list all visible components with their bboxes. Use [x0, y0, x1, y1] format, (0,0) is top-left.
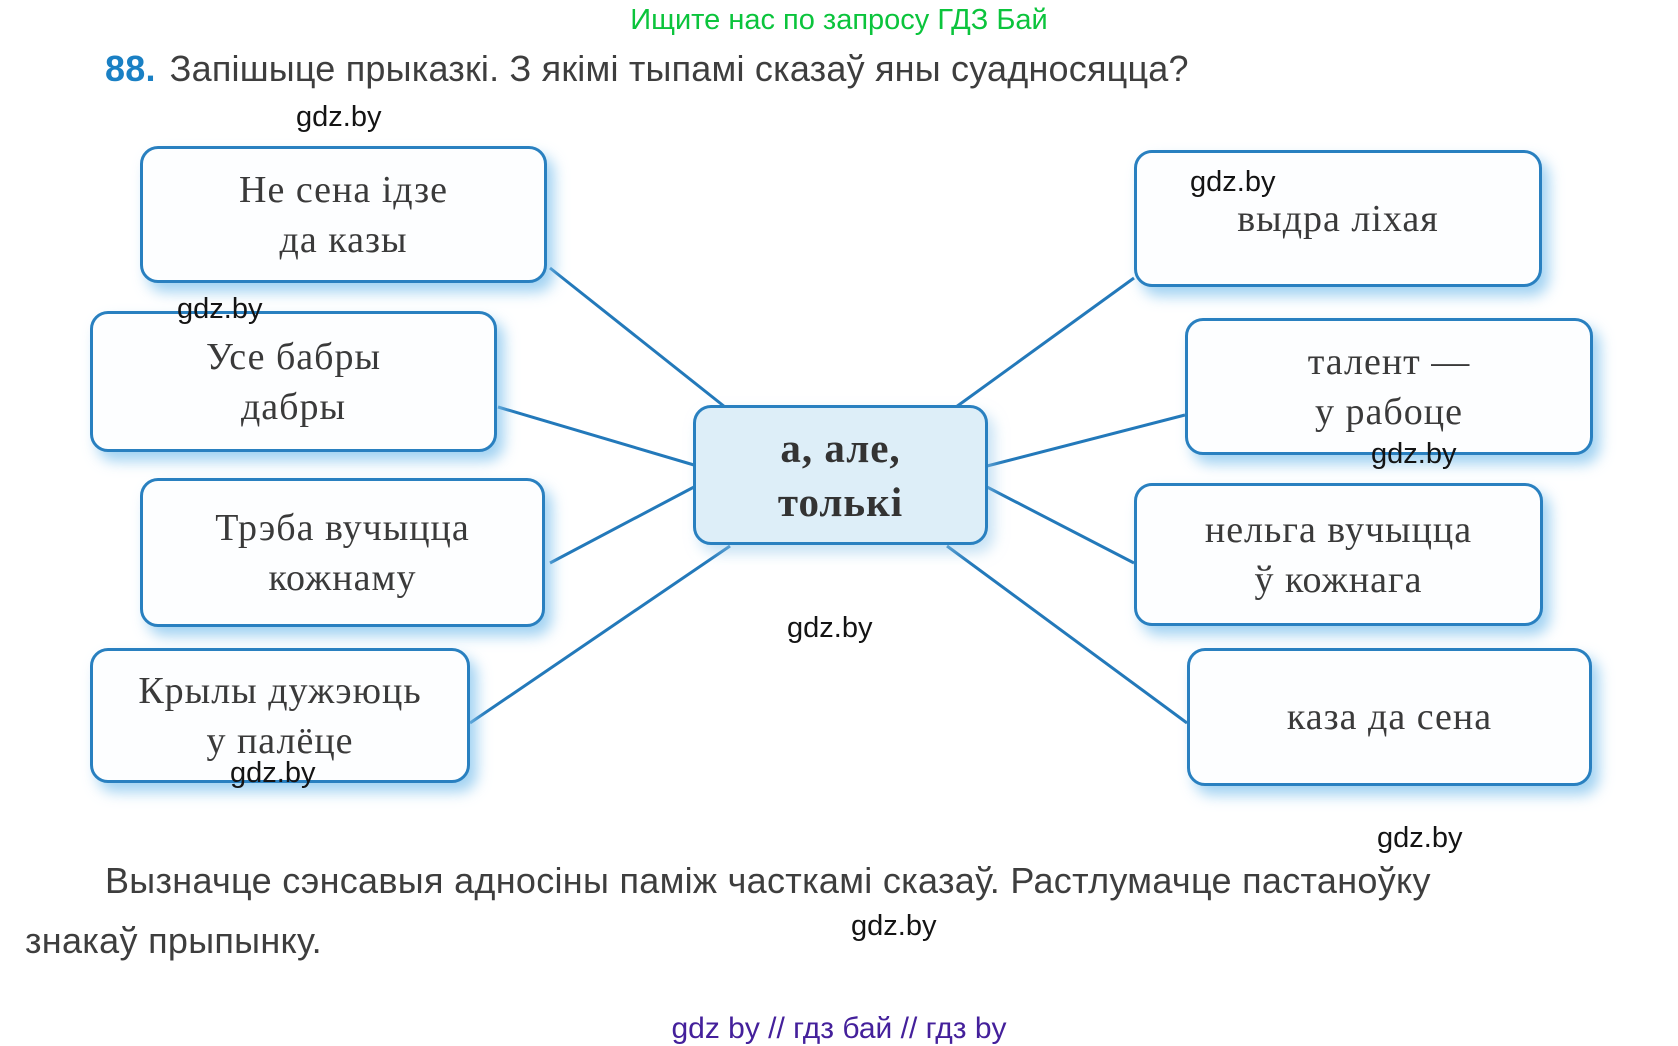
proverb-box-right-4: каза да сена [1187, 648, 1592, 786]
watermark: gdz.by [851, 910, 937, 942]
task-number: 88. [105, 48, 156, 89]
promo-banner-top: Ищите нас по запросу ГДЗ Бай [630, 4, 1048, 36]
watermark: gdz.by [787, 612, 873, 644]
watermark: gdz.by [1371, 438, 1457, 470]
proverb-text: Трэба вучыцца [215, 506, 470, 549]
bottom-task-line-2: знакаў прыпынку. [25, 920, 322, 961]
task-header: 88. Запішыце прыказкі. З якімі тыпамі ска… [105, 48, 1189, 90]
watermark: gdz.by [177, 293, 263, 325]
task-text: Запішыце прыказкі. З якімі тыпамі сказаў… [169, 48, 1189, 89]
proverb-text: да казы [279, 218, 408, 261]
proverb-box-right-2: талент — у рабоце [1185, 318, 1593, 455]
proverb-text: каза да сена [1286, 696, 1493, 738]
proverb-box-right-1: выдра ліхая [1134, 150, 1542, 287]
proverb-box-right-3: нельга вучыцца ў кожнага [1134, 483, 1543, 626]
proverb-box-left-3: Трэба вучыцца кожнаму [140, 478, 545, 627]
proverb-text: выдра ліхая [1237, 197, 1439, 240]
conjunctions-text: толькі [777, 479, 904, 525]
watermark: gdz.by [296, 101, 382, 133]
proverb-text: у палёце [206, 719, 354, 762]
proverb-text: нельга вучыцца [1204, 508, 1473, 551]
conjunctions-text: а, але, [780, 425, 901, 471]
proverb-text: дабры [240, 385, 347, 428]
watermark: gdz.by [1377, 822, 1463, 854]
proverb-text: Усе бабры [205, 335, 382, 378]
proverb-text: ў кожнага [1254, 558, 1423, 601]
bottom-task-line-1: Вызначце сэнсавыя адносіны паміж часткам… [105, 860, 1431, 901]
watermark: gdz.by [230, 757, 316, 789]
conjunctions-center-box: а, але, толькі [693, 405, 988, 545]
watermark: gdz.by [1190, 166, 1276, 198]
proverb-text: кожнаму [268, 556, 417, 599]
proverb-text: Крылы дужэюць [138, 669, 422, 712]
proverb-box-left-1: Не сена ідзе да казы [140, 146, 547, 283]
proverb-text: у рабоце [1315, 390, 1463, 433]
proverb-box-left-2: Усе бабры дабры [90, 311, 497, 452]
proverb-box-left-4: Крылы дужэюць у палёце [90, 648, 470, 783]
proverb-text: талент — [1307, 340, 1471, 383]
proverb-text: Не сена ідзе [239, 168, 448, 211]
